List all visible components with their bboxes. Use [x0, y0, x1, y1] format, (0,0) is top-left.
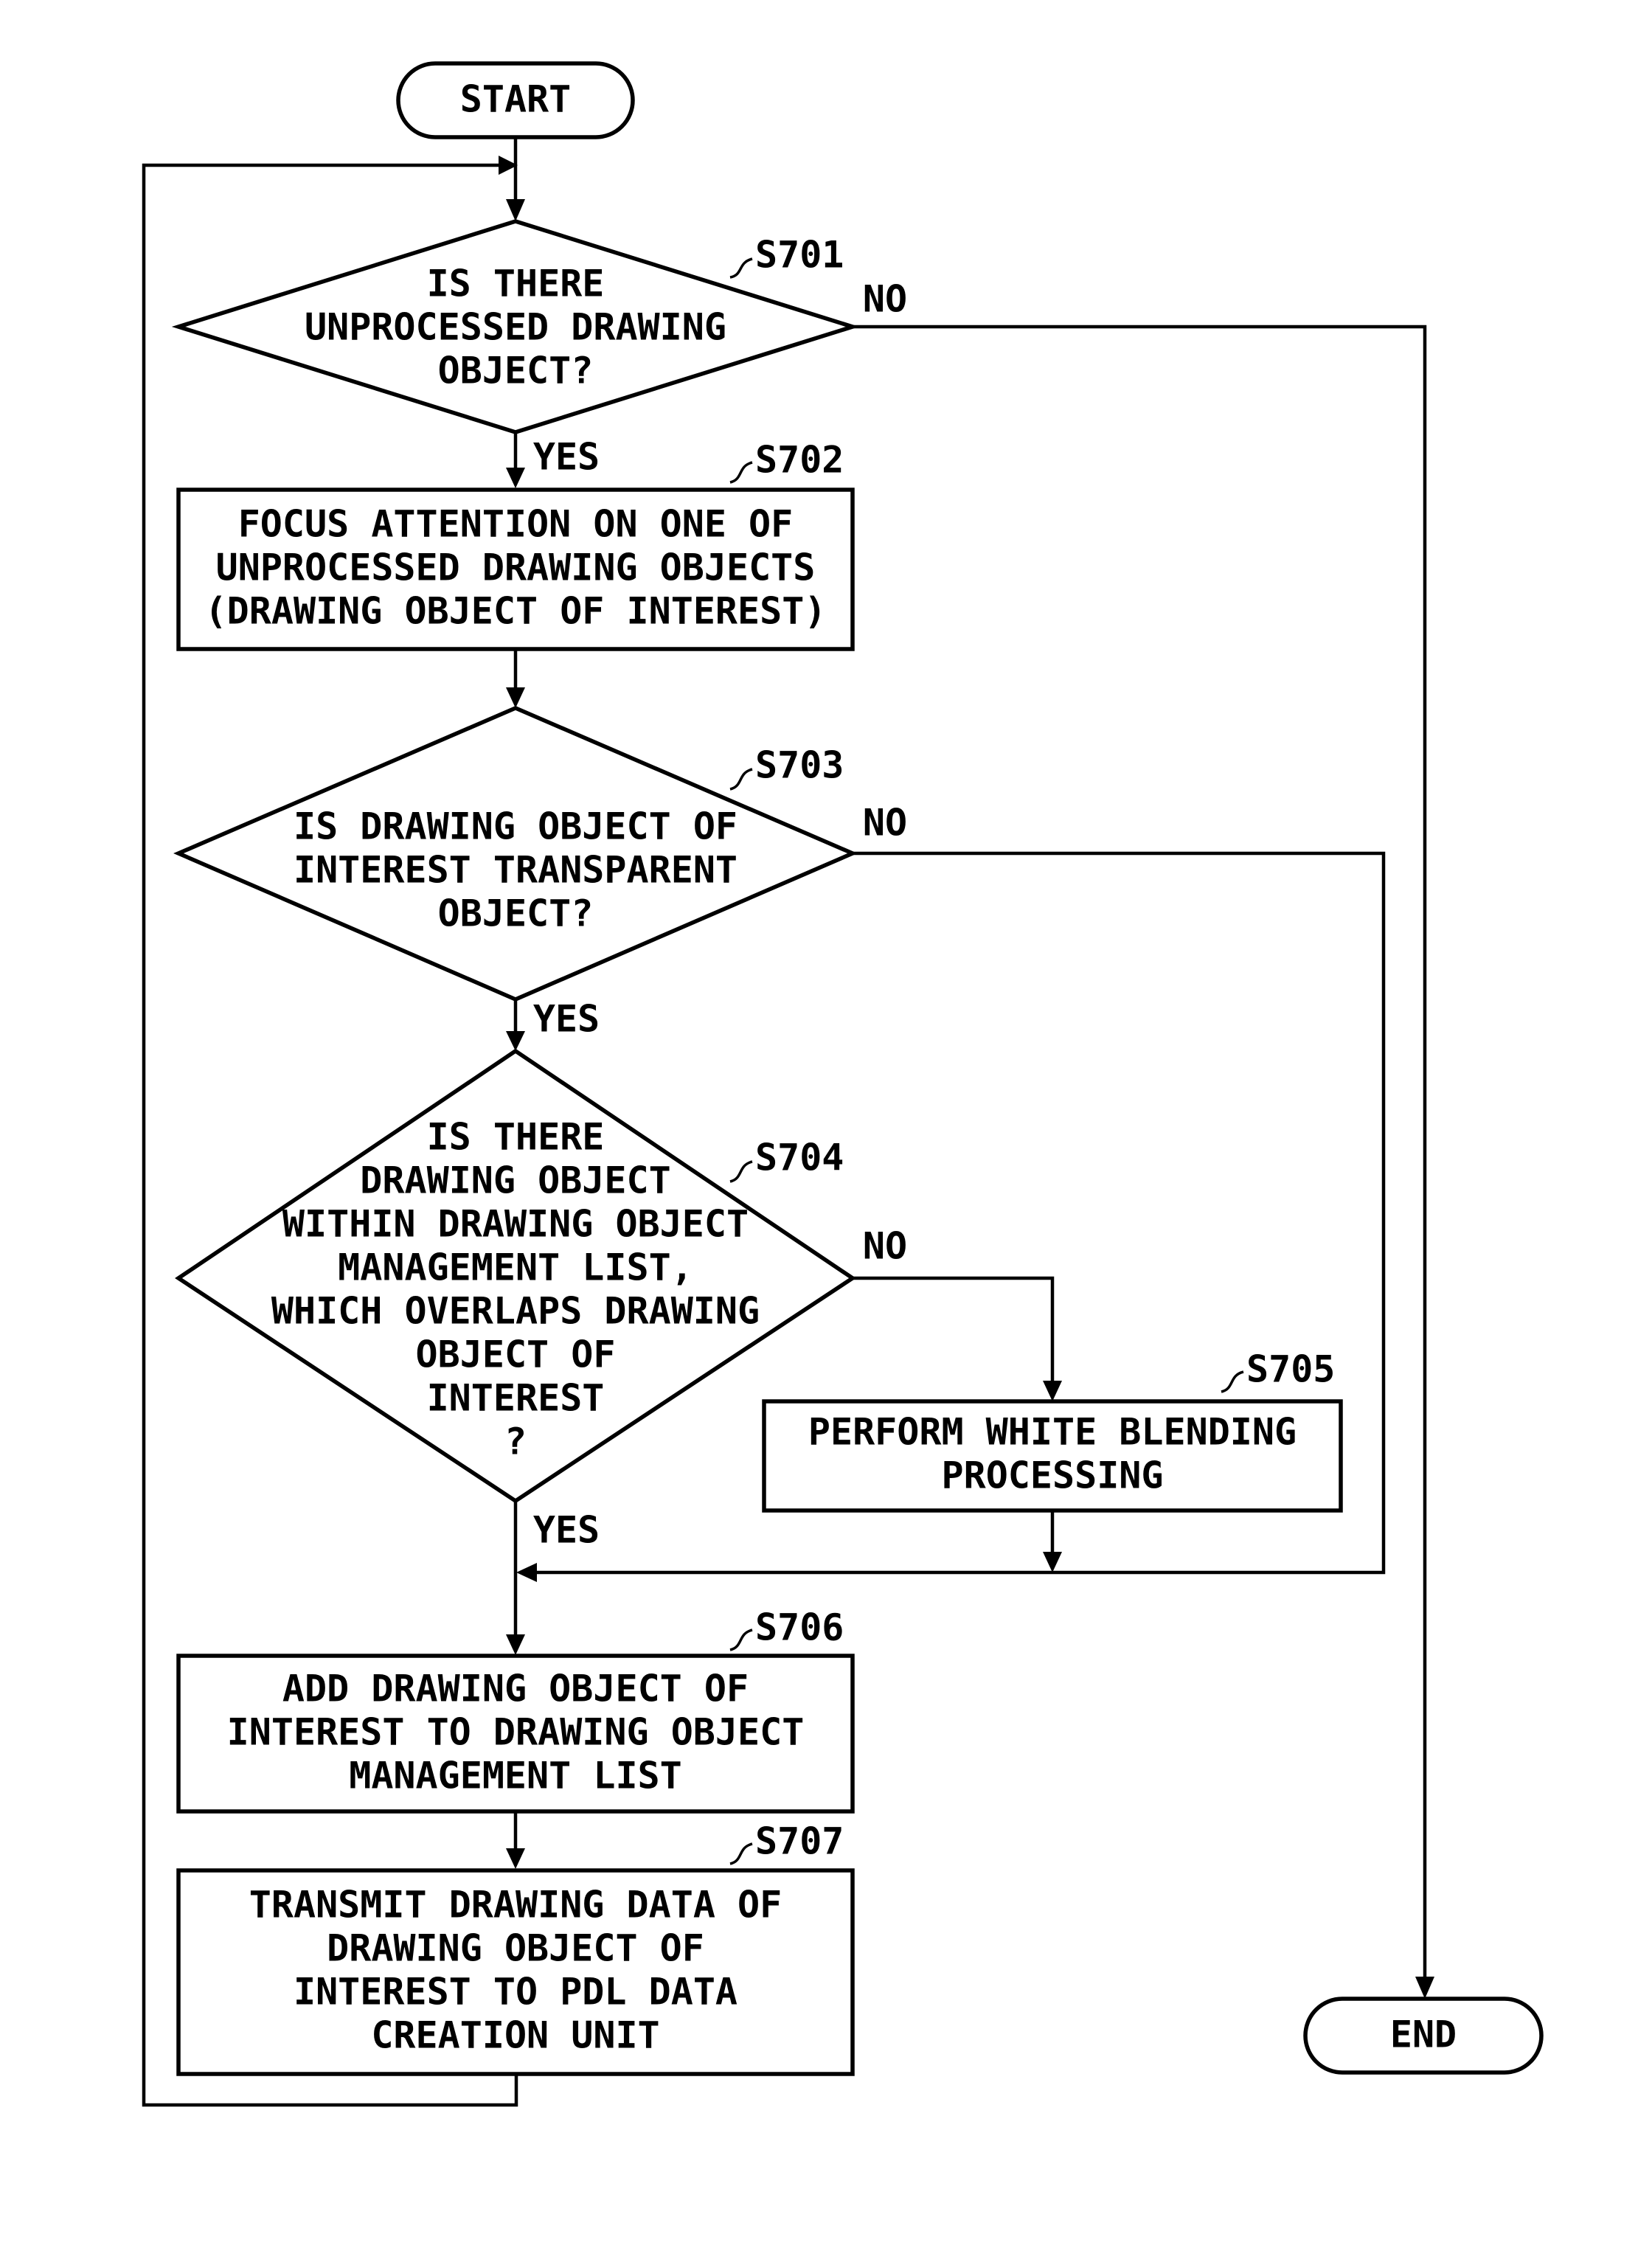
s702-line-1: FOCUS ATTENTION ON ONE OF [238, 503, 794, 546]
start-terminal: START [398, 63, 633, 137]
s704-line-6: OBJECT OF [416, 1333, 616, 1376]
s701-step-label: S701 [755, 234, 844, 277]
s707-line-2: DRAWING OBJECT OF [327, 1927, 704, 1970]
s701-no-label: NO [863, 278, 907, 321]
s703-line-2: INTEREST TRANSPARENT [294, 849, 738, 892]
s704-no-label: NO [863, 1225, 907, 1268]
s706-step-label: S706 [755, 1606, 844, 1649]
s704-line-2: DRAWING OBJECT [360, 1159, 670, 1202]
s703-line-3: OBJECT? [438, 892, 594, 935]
end-terminal: END [1305, 1999, 1541, 2073]
s704-step-label: S704 [755, 1137, 844, 1179]
s706-line-2: INTEREST TO DRAWING OBJECT [227, 1711, 805, 1754]
s706-line-1: ADD DRAWING OBJECT OF [282, 1668, 749, 1710]
s703-step-label: S703 [755, 744, 844, 787]
s702-step-label: S702 [755, 439, 844, 482]
s705-step-label: S705 [1246, 1348, 1335, 1391]
s707-line-1: TRANSMIT DRAWING DATA OF [249, 1884, 782, 1926]
s704-line-7: INTEREST [427, 1377, 605, 1420]
end-label: END [1390, 2013, 1457, 2056]
s706-line-3: MANAGEMENT LIST [349, 1755, 682, 1797]
s707-step-label: S707 [755, 1820, 844, 1863]
s701-line-2: UNPROCESSED DRAWING [305, 306, 726, 349]
s704-line-3: WITHIN DRAWING OBJECT [282, 1203, 749, 1246]
s704-line-8: ? [504, 1421, 527, 1463]
s704-line-5: WHICH OVERLAPS DRAWING [271, 1290, 760, 1333]
s701-line-1: IS THERE [427, 263, 605, 305]
s703-yes-label: YES [533, 998, 600, 1041]
s703-no-label: NO [863, 802, 907, 844]
s705-line-2: PROCESSING [941, 1454, 1163, 1497]
s704-yes-label: YES [533, 1509, 600, 1552]
s707-line-3: INTEREST TO PDL DATA [294, 1971, 738, 2013]
s704-line-1: IS THERE [427, 1116, 605, 1159]
start-label: START [460, 78, 572, 121]
s703-line-1: IS DRAWING OBJECT OF [294, 805, 738, 848]
s701-yes-label: YES [533, 436, 600, 479]
decision-s703: IS DRAWING OBJECT OF INTEREST TRANSPAREN… [178, 708, 907, 1041]
s702-line-2: UNPROCESSED DRAWING OBJECTS [216, 547, 816, 589]
s705-line-1: PERFORM WHITE BLENDING [808, 1411, 1297, 1454]
s701-line-3: OBJECT? [438, 350, 594, 392]
s702-line-3: (DRAWING OBJECT OF INTEREST) [205, 590, 827, 633]
s707-line-4: CREATION UNIT [371, 2014, 659, 2057]
s704-line-4: MANAGEMENT LIST, [338, 1246, 693, 1289]
